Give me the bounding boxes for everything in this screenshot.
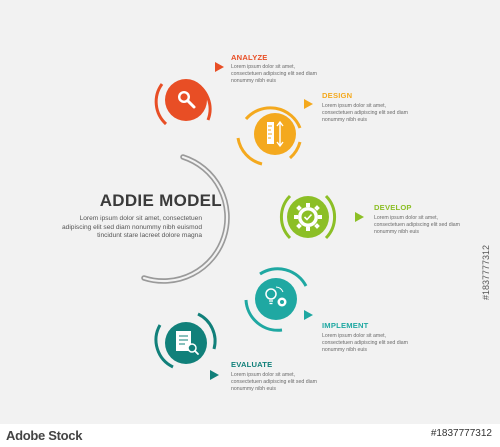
step-implement-label: IMPLEMENT xyxy=(322,321,369,330)
step-evaluate-node xyxy=(154,312,217,369)
step-develop-label: DEVELOP xyxy=(374,203,412,212)
step-implement-desc: Lorem ipsum dolor sit amet, consectetuen… xyxy=(322,333,408,353)
magnifier-icon xyxy=(178,91,196,109)
step-evaluate-label: EVALUATE xyxy=(231,360,273,369)
step-design-node xyxy=(236,106,302,166)
diagram-title: ADDIE MODEL xyxy=(99,191,222,210)
ruler-pencil-icon xyxy=(267,120,284,148)
step-design-desc: Lorem ipsum dolor sit amet, consectetuen… xyxy=(322,103,408,123)
idea-gear-icon xyxy=(265,286,287,307)
watermark-side-id: #1837777312 xyxy=(481,244,491,300)
step-develop-arrow xyxy=(355,212,364,222)
step-develop-desc: Lorem ipsum dolor sit amet, consectetuen… xyxy=(374,215,460,235)
step-analyze-node xyxy=(154,79,212,126)
step-analyze-arrow xyxy=(215,62,224,72)
document-search-icon xyxy=(176,331,199,355)
step-design-label: DESIGN xyxy=(322,91,353,100)
step-implement-node xyxy=(244,267,308,332)
step-analyze-desc: Lorem ipsum dolor sit amet, consectetuen… xyxy=(231,64,317,84)
watermark-logo: Adobe Stock xyxy=(6,428,83,443)
step-design-arrow xyxy=(304,99,313,109)
step-analyze-label: ANALYZE xyxy=(231,53,268,62)
gear-check-icon xyxy=(294,203,322,231)
diagram-subtitle: Lorem ipsum dolor sit amet, consectetuen… xyxy=(61,215,202,240)
step-evaluate-desc: Lorem ipsum dolor sit amet, consectetuen… xyxy=(231,372,317,392)
watermark-band xyxy=(0,424,500,447)
step-develop-node xyxy=(279,194,337,240)
watermark-id: #1837777312 xyxy=(430,428,492,439)
step-implement-arrow xyxy=(304,310,313,320)
step-evaluate-arrow xyxy=(210,370,219,380)
